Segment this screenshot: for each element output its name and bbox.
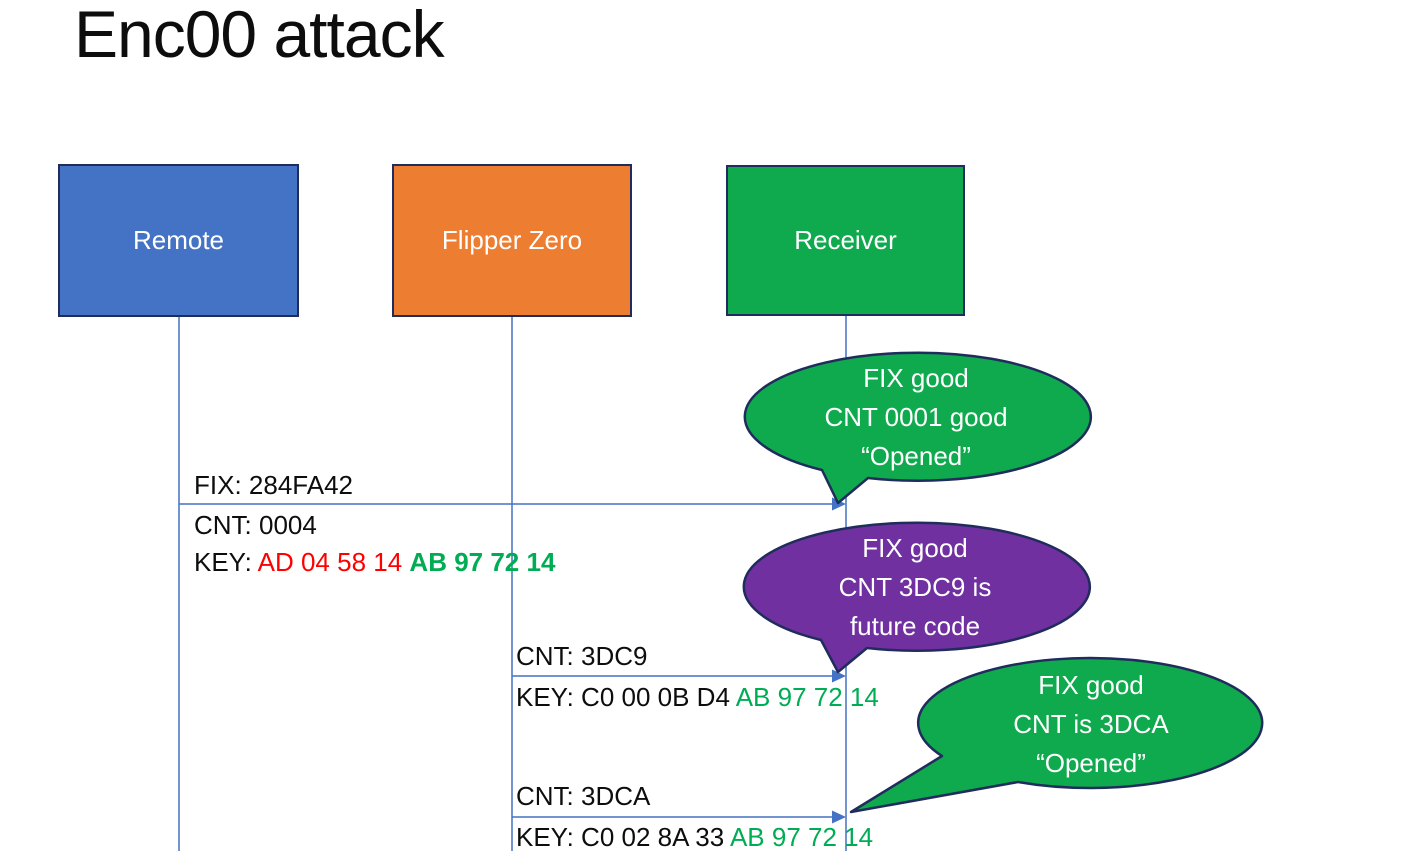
msg3-cnt-text: CNT: 3DCA	[516, 781, 651, 811]
msg1-cnt-text: CNT: 0004	[194, 510, 317, 540]
callout-1-line-2: CNT 0001 good	[824, 402, 1008, 432]
callout-3-line-3: “Opened”	[1036, 748, 1146, 778]
actor-box-remote: Remote	[58, 164, 299, 317]
msg1-key-green-bytes: AB 97 72 14	[409, 547, 556, 577]
msg3-key-green-bytes: AB 97 72 14	[729, 822, 874, 852]
callout-1-text: FIX good CNT 0001 good “Opened”	[743, 359, 1089, 476]
callout-2-line-2: CNT 3DC9 is	[838, 572, 992, 602]
callout-3-text: FIX good CNT is 3DCA “Opened”	[918, 666, 1264, 783]
callout-bubble-2-purple	[742, 521, 1091, 674]
callout-2-line-3: future code	[849, 611, 981, 641]
msg2-key-prefix: KEY: C0 00 0B D4	[516, 682, 730, 712]
msg1-fix-text: FIX: 284FA42	[194, 470, 353, 500]
arrow-head-msg2	[832, 669, 846, 683]
callout-3-line-2: CNT is 3DCA	[1013, 709, 1169, 739]
arrow-head-msg3	[832, 810, 846, 824]
msg2-cnt-label: CNT: 3DC9	[516, 640, 647, 672]
actor-label-receiver: Receiver	[794, 225, 897, 255]
actor-box-receiver: Receiver	[726, 165, 965, 316]
msg1-key-label: KEY: AD 04 58 14 AB 97 72 14	[194, 546, 555, 578]
callout-bubble-1-green	[743, 351, 1092, 505]
msg3-key-prefix: KEY: C0 02 8A 33	[516, 822, 725, 852]
msg1-key-red-bytes: AD 04 58 14	[257, 547, 403, 577]
msg1-key-prefix: KEY:	[194, 547, 252, 577]
msg3-key-label: KEY: C0 02 8A 33 AB 97 72 14	[516, 821, 873, 853]
arrow-head-msg1	[832, 497, 846, 511]
actor-label-flipper-zero: Flipper Zero	[441, 225, 583, 255]
page-title: Enc00 attack	[74, 0, 445, 71]
callout-1-line-1: FIX good	[863, 363, 969, 393]
msg2-key-label: KEY: C0 00 0B D4 AB 97 72 14	[516, 681, 879, 713]
callout-1-line-3: “Opened”	[861, 441, 971, 471]
callout-2-text: FIX good CNT 3DC9 is future code	[742, 529, 1088, 646]
msg1-cnt-label: CNT: 0004	[194, 509, 317, 541]
msg2-cnt-text: CNT: 3DC9	[516, 641, 648, 671]
msg1-fix-label: FIX: 284FA42	[194, 469, 353, 501]
msg3-cnt-label: CNT: 3DCA	[516, 780, 650, 812]
msg2-key-green-bytes: AB 97 72 14	[735, 682, 879, 712]
callout-3-line-1: FIX good	[1038, 670, 1144, 700]
callout-2-line-1: FIX good	[862, 533, 968, 563]
callout-bubble-3-green	[849, 656, 1264, 814]
actor-box-flipper-zero: Flipper Zero	[392, 164, 632, 317]
actor-label-remote: Remote	[132, 225, 225, 255]
